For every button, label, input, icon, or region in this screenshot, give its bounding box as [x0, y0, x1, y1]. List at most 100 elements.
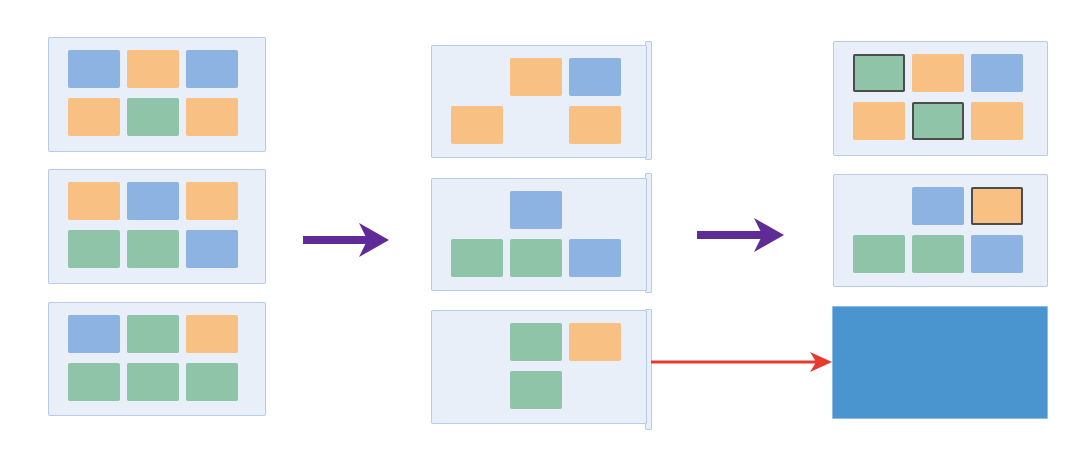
tile-blue: [971, 235, 1023, 273]
tile-blue: [912, 187, 964, 225]
grid-cell: [186, 182, 238, 220]
grid-cell: [853, 187, 905, 225]
grid-cell: [510, 323, 562, 361]
grid-cell: [186, 50, 238, 88]
grid-cell: [510, 106, 562, 144]
tile-green: [510, 323, 562, 361]
tile-orange: [186, 182, 238, 220]
tile-blue: [569, 239, 621, 277]
grid-cell: [68, 363, 120, 401]
grid-cell: [127, 230, 179, 268]
tile-green-highlighted: [853, 54, 905, 92]
grid-cell: [186, 363, 238, 401]
grid-cell: [912, 187, 964, 225]
grid-cell: [186, 230, 238, 268]
grid-cell: [127, 363, 179, 401]
grid-cell: [127, 315, 179, 353]
tile-orange: [569, 323, 621, 361]
tile-blue: [510, 191, 562, 229]
output-grid-1: [833, 41, 1048, 156]
tile-orange: [971, 102, 1023, 140]
grid-cell: [68, 182, 120, 220]
grid-cell: [853, 102, 905, 140]
grid-cell: [912, 54, 964, 92]
grid-cell: [569, 191, 621, 229]
grid-cell: [127, 182, 179, 220]
grid-cell: [569, 371, 621, 409]
grid-cell: [186, 98, 238, 136]
grid-cell: [451, 239, 503, 277]
grid-cell: [971, 102, 1023, 140]
tile-blue: [569, 58, 621, 96]
grid-cell: [127, 98, 179, 136]
tile-green: [127, 363, 179, 401]
grid-cell: [451, 323, 503, 361]
tile-blue: [68, 50, 120, 88]
grid-cell: [510, 239, 562, 277]
grid-cell: [68, 315, 120, 353]
masked-grid-3: [431, 310, 647, 424]
input-grid-2: [48, 169, 266, 284]
masked-grid-1: [431, 45, 647, 158]
grid-cell: [451, 371, 503, 409]
tile-green: [127, 315, 179, 353]
grid-cell: [510, 58, 562, 96]
grid-cell: [569, 106, 621, 144]
grid-cell: [68, 230, 120, 268]
tile-green: [510, 371, 562, 409]
tile-orange: [127, 50, 179, 88]
arrow-left-to-middle-icon: [303, 223, 389, 257]
grid-cell: [912, 102, 964, 140]
grid-cell: [569, 58, 621, 96]
grid-cell: [68, 98, 120, 136]
grid-cell: [510, 371, 562, 409]
tile-orange: [186, 315, 238, 353]
tile-green: [186, 363, 238, 401]
grid-cell: [451, 191, 503, 229]
tile-blue: [186, 50, 238, 88]
tile-green: [68, 230, 120, 268]
output-grid-2: [833, 174, 1048, 287]
grid-cell: [569, 323, 621, 361]
grid-cell: [853, 235, 905, 273]
grid-cell: [912, 235, 964, 273]
tile-orange: [510, 58, 562, 96]
grid-cell: [971, 187, 1023, 225]
tile-orange: [68, 98, 120, 136]
tile-blue: [971, 54, 1023, 92]
arrow-masked-to-solid-icon: [651, 352, 832, 372]
tile-orange: [186, 98, 238, 136]
grid-cell: [569, 239, 621, 277]
tile-orange: [451, 106, 503, 144]
tile-green: [68, 363, 120, 401]
output-solid-blue: [832, 306, 1048, 419]
tile-orange: [68, 182, 120, 220]
tile-blue: [127, 182, 179, 220]
tile-blue: [186, 230, 238, 268]
tile-orange: [853, 102, 905, 140]
grid-cell: [127, 50, 179, 88]
masked-grid-2: [431, 178, 647, 291]
arrow-middle-to-right-icon: [697, 218, 784, 252]
grid-cell: [510, 191, 562, 229]
grid-cell: [451, 58, 503, 96]
tile-green: [510, 239, 562, 277]
grid-cell: [451, 106, 503, 144]
tile-blue: [68, 315, 120, 353]
tile-green: [912, 235, 964, 273]
input-grid-3: [48, 302, 266, 416]
tile-orange: [569, 106, 621, 144]
grid-cell: [68, 50, 120, 88]
grid-cell: [186, 315, 238, 353]
tile-green-highlighted: [912, 102, 964, 140]
tile-green: [451, 239, 503, 277]
tile-orange-highlighted: [971, 187, 1023, 225]
tile-green: [127, 98, 179, 136]
grid-cell: [971, 54, 1023, 92]
input-grid-1: [48, 37, 266, 152]
grid-cell: [971, 235, 1023, 273]
tile-orange: [912, 54, 964, 92]
grid-cell: [853, 54, 905, 92]
tile-green: [853, 235, 905, 273]
